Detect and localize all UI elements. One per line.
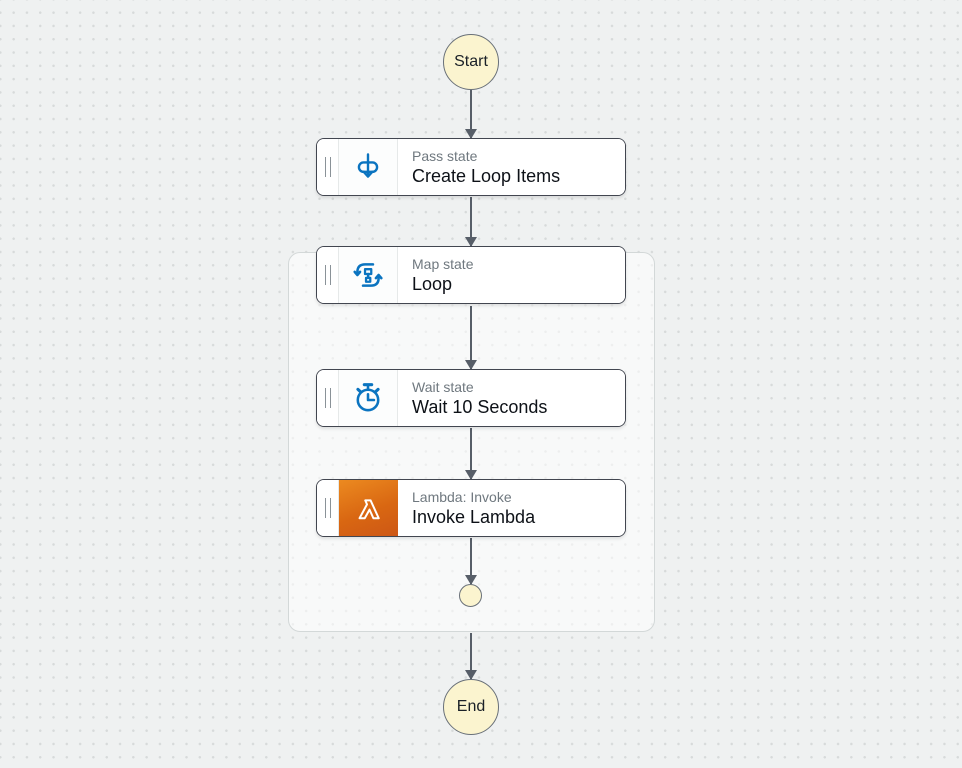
- connector-pass-to-map: [465, 197, 477, 247]
- map-iterator-end-node: [459, 584, 482, 607]
- node-type-label: Lambda: Invoke: [412, 488, 512, 505]
- drag-handle[interactable]: [317, 370, 339, 426]
- connector-wait-to-lambda: [465, 428, 477, 480]
- state-node-wait[interactable]: Wait state Wait 10 Seconds: [316, 369, 626, 427]
- drag-handle-icon: [324, 388, 331, 408]
- start-node: Start: [443, 34, 499, 90]
- drag-handle[interactable]: [317, 480, 339, 536]
- start-node-label: Start: [454, 53, 488, 70]
- drag-handle-icon: [324, 498, 331, 518]
- node-title: Loop: [412, 273, 453, 294]
- lambda-icon: [339, 480, 398, 536]
- state-node-pass[interactable]: Pass state Create Loop Items: [316, 138, 626, 196]
- state-node-lambda-invoke[interactable]: Lambda: Invoke Invoke Lambda: [316, 479, 626, 537]
- connector-start-to-pass: [465, 90, 477, 139]
- node-title: Invoke Lambda: [412, 506, 536, 527]
- node-title: Wait 10 Seconds: [412, 396, 548, 417]
- node-type-label: Map state: [412, 255, 474, 272]
- wait-icon: [339, 370, 398, 426]
- connector-lambda-to-loop-end: [465, 538, 477, 585]
- state-node-map[interactable]: Map state Loop: [316, 246, 626, 304]
- connector-container-to-end: [465, 633, 477, 680]
- connector-map-to-wait: [465, 306, 477, 370]
- node-text: Pass state Create Loop Items: [398, 139, 625, 195]
- node-type-label: Wait state: [412, 378, 474, 395]
- drag-handle-icon: [324, 265, 331, 285]
- end-node-label: End: [456, 698, 486, 715]
- drag-handle[interactable]: [317, 247, 339, 303]
- node-title: Create Loop Items: [412, 165, 561, 186]
- node-type-label: Pass state: [412, 147, 478, 164]
- drag-handle-icon: [324, 157, 331, 177]
- map-icon: [339, 247, 398, 303]
- node-text: Wait state Wait 10 Seconds: [398, 370, 625, 426]
- pass-icon: [339, 139, 398, 195]
- end-node: End: [443, 679, 499, 735]
- drag-handle[interactable]: [317, 139, 339, 195]
- node-text: Map state Loop: [398, 247, 625, 303]
- node-text: Lambda: Invoke Invoke Lambda: [398, 480, 625, 536]
